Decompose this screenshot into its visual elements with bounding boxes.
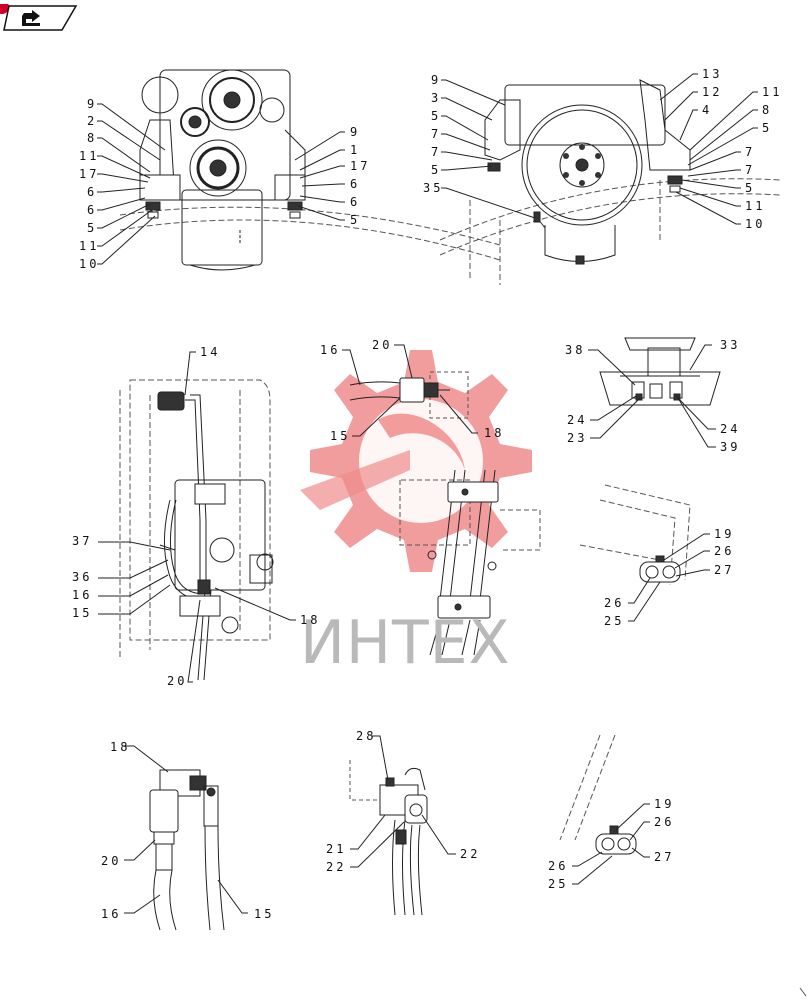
callout-d10: 10 (745, 217, 766, 231)
callout-f20: 20 (372, 338, 393, 352)
callout-g24b: 24 (720, 422, 741, 436)
callout-c9: 9 (431, 73, 442, 87)
callout-g38: 38 (565, 343, 586, 357)
callout-i18: 18 (110, 740, 131, 754)
callout-h27: 27 (714, 563, 735, 577)
callout-c7: 7 (431, 127, 442, 141)
callout-k26b: 26 (548, 859, 569, 873)
callout-k19: 19 (654, 797, 675, 811)
callout-g23: 23 (567, 431, 588, 445)
bracket-clamp-detail (349, 760, 428, 916)
callout-d12: 12 (702, 85, 723, 99)
watermark-text: ИНТЕХ (300, 608, 511, 678)
callout-a5: 5 (87, 221, 98, 235)
callout-j22: 22 (326, 860, 347, 874)
engine-front-view (119, 69, 501, 271)
callout-i16: 16 (101, 907, 122, 921)
callout-b6: 6 (350, 177, 361, 191)
callout-d11: 11 (762, 85, 783, 99)
leader-lines-h (350, 735, 456, 868)
callout-f18: 18 (484, 426, 505, 440)
callout-e14: 14 (200, 345, 221, 359)
callout-h26: 26 (714, 544, 735, 558)
callout-d4: 4 (702, 103, 713, 117)
callout-b17: 17 (350, 159, 371, 173)
callout-h25: 25 (604, 614, 625, 628)
leader-lines-f (628, 533, 710, 622)
callout-k25: 25 (548, 877, 569, 891)
callout-g39: 39 (720, 440, 741, 454)
callout-i20: 20 (101, 854, 122, 868)
mount-bracket-detail (599, 337, 721, 406)
callout-i15: 15 (254, 907, 275, 921)
callout-e16: 16 (72, 588, 93, 602)
callout-g33: 33 (720, 338, 741, 352)
callout-a9: 9 (87, 97, 98, 111)
leader-lines-g (124, 745, 248, 914)
hose-connector-detail (349, 371, 541, 656)
callout-a2: 2 (87, 114, 98, 128)
callout-b6b: 6 (350, 195, 361, 209)
callout-c5: 5 (431, 109, 442, 123)
callout-k26: 26 (654, 815, 675, 829)
callout-e15: 15 (72, 606, 93, 620)
clamp-small-detail (559, 734, 637, 855)
callout-d8: 8 (762, 103, 773, 117)
callout-c7b: 7 (431, 145, 442, 159)
callout-a8: 8 (87, 131, 98, 145)
callout-d7b: 7 (745, 163, 756, 177)
callout-b5: 5 (350, 213, 361, 227)
leader-lines-a (97, 103, 345, 265)
callout-c3: 3 (431, 91, 442, 105)
callout-d13: 13 (702, 67, 723, 81)
callout-b1: 1 (350, 143, 361, 157)
leader-lines-i (572, 803, 650, 885)
hose-fitting-detail (149, 769, 225, 931)
engine-side-view (119, 379, 274, 681)
callout-a17: 17 (79, 167, 100, 181)
callout-a11: 11 (79, 149, 100, 163)
hose-clamp-frame-detail (579, 484, 691, 586)
callout-d5: 5 (762, 121, 773, 135)
callout-e20: 20 (167, 674, 188, 688)
callout-j22b: 22 (460, 847, 481, 861)
callout-g24: 24 (567, 413, 588, 427)
engine-rear-view (439, 79, 781, 285)
callout-e37: 37 (72, 534, 93, 548)
callout-c35: 35 (423, 181, 444, 195)
callout-k27: 27 (654, 850, 675, 864)
callout-e36: 36 (72, 570, 93, 584)
callout-e18: 18 (300, 613, 321, 627)
callout-b9: 9 (350, 125, 361, 139)
callout-h19: 19 (714, 527, 735, 541)
callout-f16: 16 (320, 343, 341, 357)
callout-a11b: 11 (79, 239, 100, 253)
callout-h26b: 26 (604, 596, 625, 610)
leader-lines-d (342, 344, 478, 437)
callout-a6b: 6 (87, 203, 98, 217)
callout-a10: 10 (79, 257, 100, 271)
callout-d7: 7 (745, 145, 756, 159)
callout-d5b: 5 (745, 181, 756, 195)
leader-lines-c (98, 351, 296, 683)
callout-j28: 28 (356, 729, 377, 743)
callout-a6: 6 (87, 185, 98, 199)
callout-d11b: 11 (745, 199, 766, 213)
leader-lines-b (441, 73, 758, 225)
callout-j21: 21 (326, 842, 347, 856)
back-arrow-icon[interactable] (0, 4, 80, 32)
callout-f15: 15 (330, 429, 351, 443)
callout-c5b: 5 (431, 163, 442, 177)
leader-lines-e (588, 344, 716, 448)
